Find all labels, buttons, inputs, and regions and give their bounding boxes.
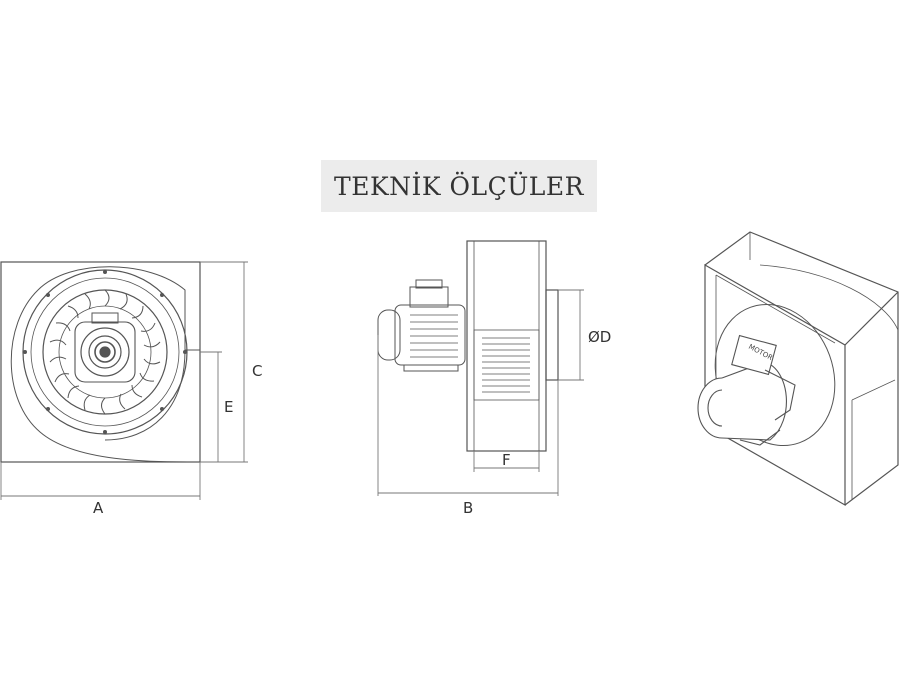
motor-flange — [74, 321, 136, 383]
front-housing-frame — [0, 261, 201, 463]
mounting-bolts — [23, 270, 187, 434]
iso-motor — [697, 334, 796, 446]
front-view — [0, 261, 201, 463]
dimension-lines — [0, 261, 584, 500]
side-view — [377, 240, 559, 452]
side-housing — [466, 240, 547, 452]
impeller-slots — [482, 337, 530, 393]
dim-label-e: E — [224, 398, 233, 416]
impeller-blades — [49, 289, 161, 415]
isometric-view — [697, 231, 899, 507]
dim-label-c: C — [252, 362, 262, 380]
title-banner: TEKNİK ÖLÇÜLER — [321, 160, 597, 212]
dim-label-f: F — [502, 451, 511, 469]
dim-label-d: ØD — [588, 328, 611, 346]
inlet-collar — [545, 289, 559, 381]
page-title: TEKNİK ÖLÇÜLER — [334, 171, 584, 201]
dim-label-a: A — [93, 499, 104, 517]
motor-side — [377, 279, 466, 372]
dim-label-b: B — [463, 499, 473, 517]
